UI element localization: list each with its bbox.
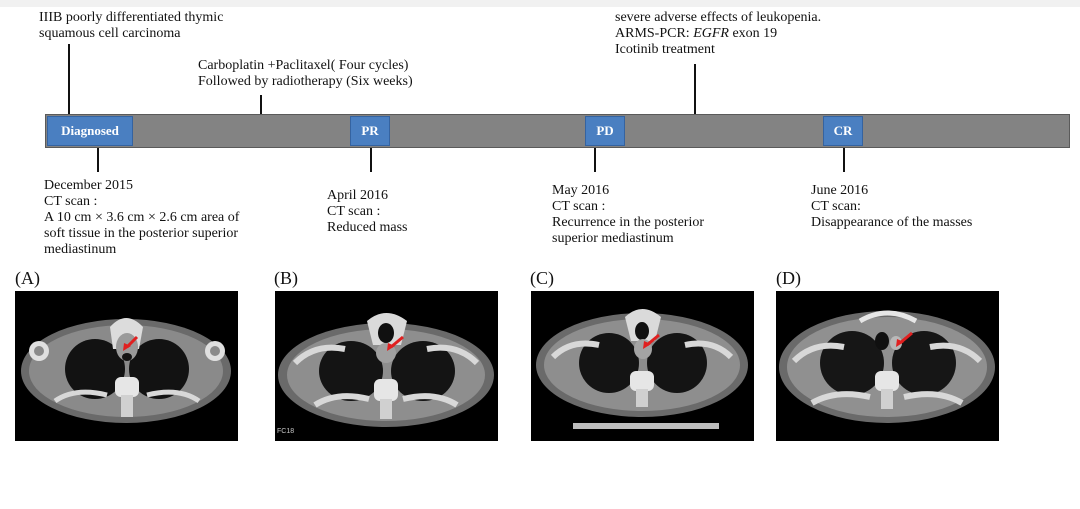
icotinib-line-2: ARMS-PCR: EGFR exon 19 bbox=[615, 26, 821, 42]
ct-image-d bbox=[779, 310, 995, 423]
scan-b-overlay: FC18 bbox=[277, 428, 294, 435]
pr-ct: CT scan : bbox=[327, 204, 381, 219]
diagnosed-ct: CT scan : bbox=[44, 194, 98, 209]
cr-date: June 2016 bbox=[811, 183, 869, 198]
icotinib-line-3: Icotinib treatment bbox=[615, 42, 715, 57]
ct-scan-d bbox=[776, 291, 999, 441]
diagnosis-line-2: squamous cell carcinoma bbox=[39, 26, 181, 41]
cr-ct: CT scan: bbox=[811, 199, 861, 214]
icotinib-annotation: severe adverse effects of leukopenia. AR… bbox=[615, 10, 821, 58]
pd-finding-2: superior mediastinum bbox=[552, 231, 674, 246]
diagnosed-finding-2: soft tissue in the posterior superior bbox=[44, 226, 239, 241]
milestone-pd: PD bbox=[585, 116, 625, 146]
top-strip bbox=[0, 0, 1080, 7]
diagnosed-date: December 2015 bbox=[44, 178, 134, 193]
arrow-head-d bbox=[896, 339, 904, 347]
panel-label-a: (A) bbox=[15, 268, 40, 288]
diagnosed-finding-3: mediastinum bbox=[44, 242, 117, 257]
timeline-bar bbox=[45, 114, 1070, 148]
icotinib-line-1: severe adverse effects of leukopenia. bbox=[615, 10, 822, 25]
arrow-head-c bbox=[643, 341, 651, 349]
pd-date: May 2016 bbox=[552, 183, 610, 198]
ct-scan-c bbox=[531, 291, 754, 441]
chemo-line-1: Carboplatin +Paclitaxel( Four cycles) bbox=[198, 58, 409, 73]
milestone-diagnosed: Diagnosed bbox=[47, 116, 133, 146]
panel-label-b: (B) bbox=[274, 268, 298, 288]
ct-image-b: FC18 bbox=[277, 313, 494, 435]
diagnosed-finding-1: A 10 cm × 3.6 cm × 2.6 cm area of bbox=[44, 210, 240, 225]
diagnosis-connector bbox=[68, 44, 70, 114]
diagnosed-details: December 2015 CT scan : A 10 cm × 3.6 cm… bbox=[44, 178, 239, 258]
pd-finding-1: Recurrence in the posterior bbox=[552, 215, 704, 230]
arrow-head-a bbox=[123, 343, 131, 351]
pr-connector bbox=[370, 148, 372, 172]
icotinib-connector bbox=[694, 64, 696, 114]
panel-label-c: (C) bbox=[530, 268, 554, 288]
exon-suffix: exon 19 bbox=[728, 26, 778, 41]
ct-scan-b: FC18 bbox=[275, 291, 498, 441]
chemo-annotation: Carboplatin +Paclitaxel( Four cycles) Fo… bbox=[198, 58, 413, 90]
ct-scan-a bbox=[15, 291, 238, 441]
panel-label-d: (D) bbox=[776, 268, 801, 288]
diagnosed-connector bbox=[97, 148, 99, 172]
pd-ct: CT scan : bbox=[552, 199, 606, 214]
milestone-cr: CR bbox=[823, 116, 863, 146]
milestone-pr: PR bbox=[350, 116, 390, 146]
egfr-gene: EGFR bbox=[693, 26, 729, 41]
arms-pcr-prefix: ARMS-PCR: bbox=[615, 26, 694, 41]
chemo-line-2: Followed by radiotherapy (Six weeks) bbox=[198, 74, 413, 89]
pr-finding: Reduced mass bbox=[327, 220, 408, 235]
ct-image-c bbox=[536, 309, 748, 429]
cr-details: June 2016 CT scan: Disappearance of the … bbox=[811, 183, 972, 231]
diagnosis-line-1: IIIB poorly differentiated thymic bbox=[39, 10, 224, 25]
cr-finding: Disappearance of the masses bbox=[811, 215, 973, 230]
ct-image-a bbox=[21, 318, 231, 423]
pr-date: April 2016 bbox=[327, 188, 389, 203]
chemo-connector bbox=[260, 95, 262, 114]
diagnosis-annotation: IIIB poorly differentiated thymic squamo… bbox=[39, 10, 223, 42]
arrow-head-b bbox=[387, 343, 395, 351]
pr-details: April 2016 CT scan : Reduced mass bbox=[327, 188, 407, 236]
pd-connector bbox=[594, 148, 596, 172]
cr-connector bbox=[843, 148, 845, 172]
pd-details: May 2016 CT scan : Recurrence in the pos… bbox=[552, 183, 704, 247]
